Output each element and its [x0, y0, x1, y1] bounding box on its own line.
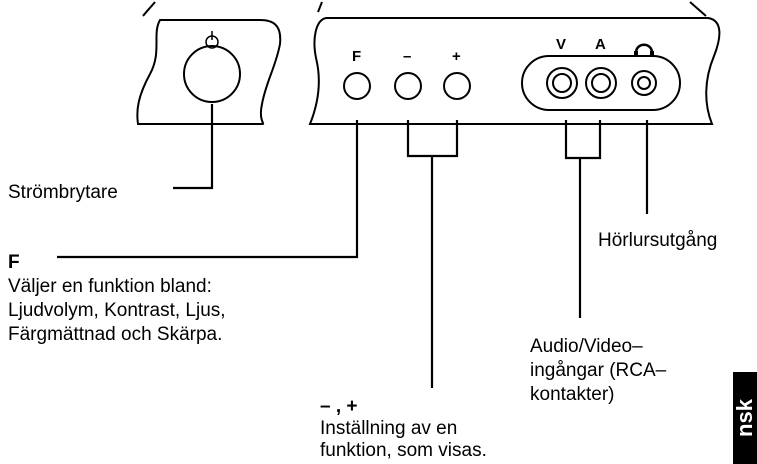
headphone-out-label: Hörlursutgång — [598, 230, 718, 251]
headphone-jack-outer — [631, 70, 657, 96]
language-side-tab: nsk — [733, 372, 757, 464]
plus-button — [443, 72, 471, 100]
left-housing-outline — [142, 1, 156, 17]
av-bracket — [564, 120, 602, 160]
av-inputs-line-3: kontakter) — [530, 384, 615, 405]
f-desc-line-3: Färgmättnad och Skärpa. — [8, 324, 223, 345]
audio-jack-inner — [591, 73, 611, 93]
language-side-tab-text: nsk — [733, 399, 757, 437]
minus-button-label: – — [403, 48, 411, 65]
f-desc-line-1: Väljer en funktion bland: — [8, 276, 212, 297]
minus-plus-title: – , + — [320, 396, 358, 417]
left-housing-panel — [136, 19, 282, 125]
minus-plus-bracket — [406, 120, 459, 158]
right-housing-top — [317, 1, 707, 17]
video-jack-inner — [552, 73, 572, 93]
f-button — [343, 72, 371, 100]
audio-jack-label: A — [595, 36, 606, 53]
av-inputs-line-2: ingångar (RCA– — [530, 360, 667, 381]
plus-button-label: + — [452, 48, 461, 65]
power-callout-line — [173, 104, 214, 190]
f-button-label: F — [352, 48, 361, 65]
minus-plus-desc-line-1: Inställning av en — [320, 418, 458, 439]
audio-jack-outer — [585, 67, 617, 99]
headphone-jack-inner — [637, 76, 651, 90]
minus-plus-desc-line-2: funktion, som visas. — [320, 440, 487, 461]
power-switch-label: Strömbrytare — [8, 182, 118, 203]
f-title: F — [8, 252, 20, 273]
headphone-icon — [634, 43, 654, 54]
power-button — [183, 45, 241, 103]
video-jack-label: V — [556, 36, 566, 53]
f-callout-line — [57, 120, 359, 259]
minus-button — [394, 72, 422, 100]
f-desc-line-2: Ljudvolym, Kontrast, Ljus, — [8, 300, 226, 321]
right-housing-panel — [308, 17, 721, 125]
av-inputs-line-1: Audio/Video– — [530, 336, 643, 357]
jack-panel — [521, 55, 681, 111]
video-jack-outer — [546, 67, 578, 99]
